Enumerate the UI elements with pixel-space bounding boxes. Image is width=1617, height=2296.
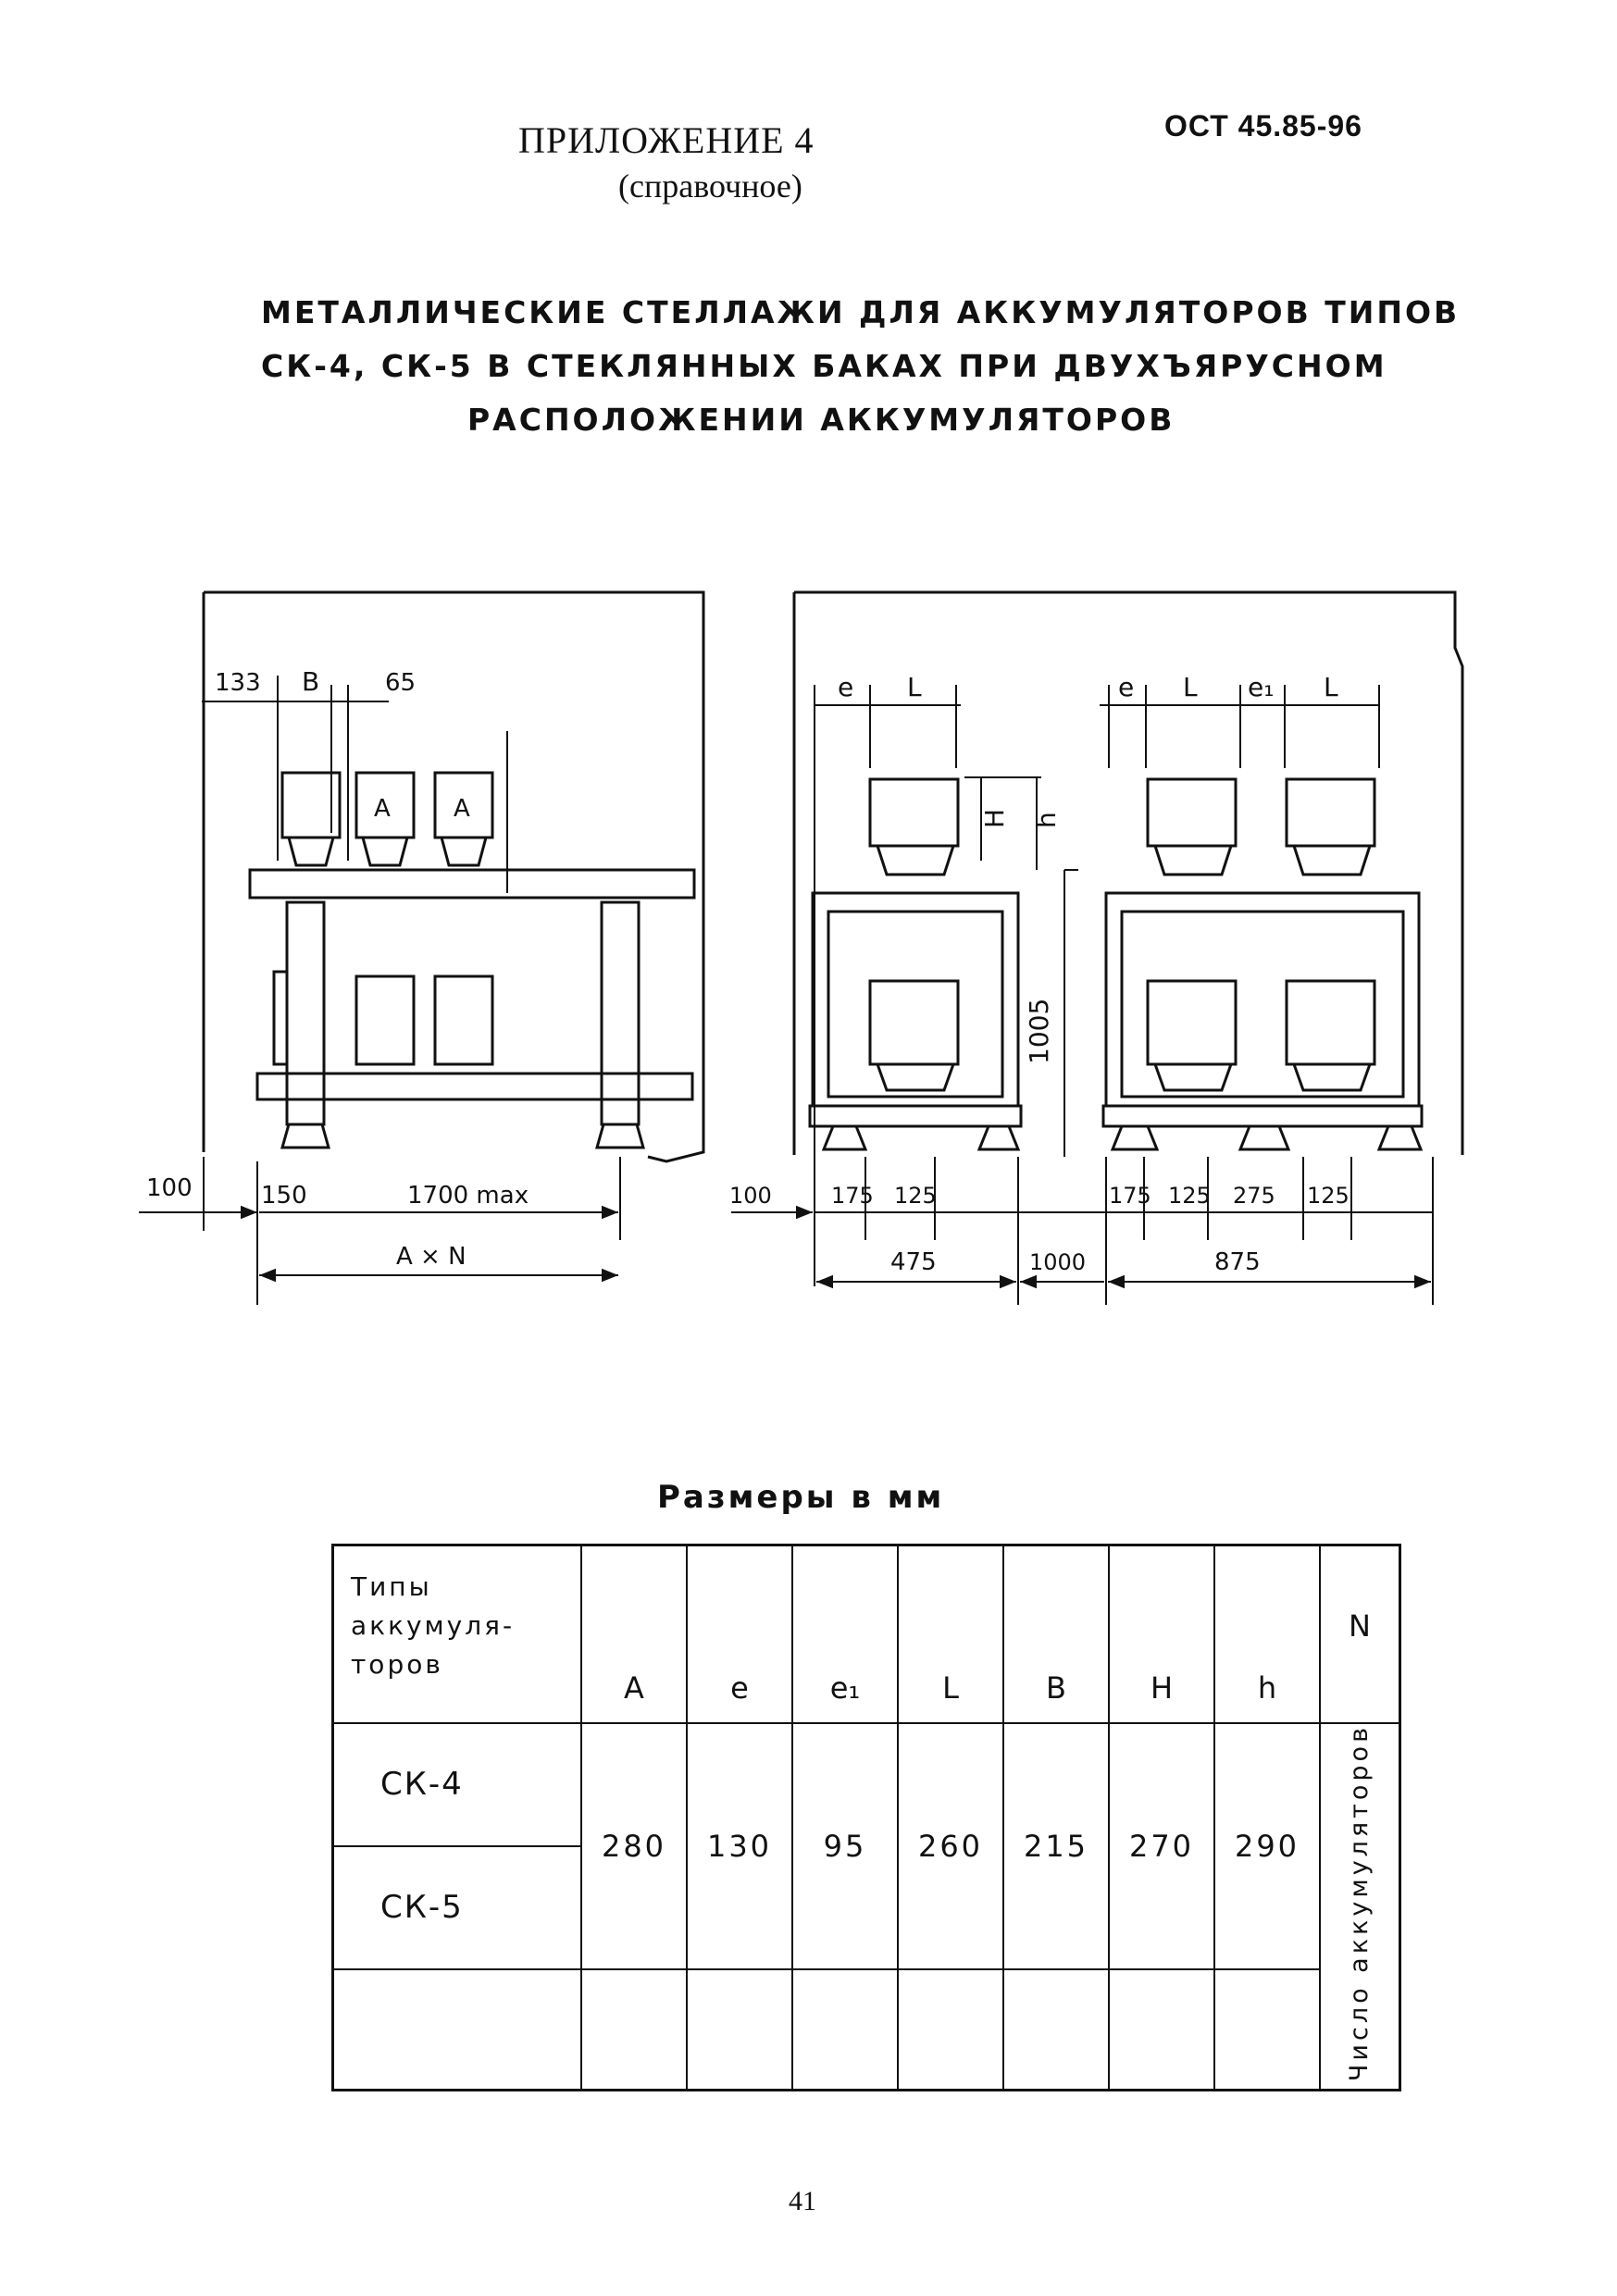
dim-175-a-label: 175 (831, 1183, 874, 1209)
empty-cell (1002, 1967, 1110, 2091)
empty-cell (1108, 1967, 1215, 2091)
left-rack-drawing (139, 590, 705, 1305)
empty-cell (897, 1967, 1004, 2091)
header-e: e (686, 1544, 793, 1724)
header-a: А (580, 1544, 688, 1724)
n-note: Число аккумуляторов (1345, 1724, 1374, 2082)
table-caption: Размеры в мм (657, 1479, 945, 1516)
table-row: СК-5 (331, 1844, 1400, 1970)
table-row: СК-4 280 130 95 260 215 270 290 Число ак… (331, 1722, 1401, 2091)
empty-cell (686, 1967, 793, 2091)
empty-cell (1213, 1967, 1321, 2091)
document-code: ОСТ 45.85-96 (1164, 109, 1362, 143)
dim-275-label: 275 (1233, 1183, 1275, 1209)
page-number: 41 (789, 2186, 816, 2216)
dim-100-right-label: 100 (729, 1183, 772, 1209)
value-h-lower: 290 (1213, 1722, 1321, 1970)
dim-475-label: 475 (890, 1248, 937, 1276)
table-empty-row (331, 1967, 1400, 2091)
value-h-upper: 270 (1108, 1722, 1215, 1970)
value-e: 130 (686, 1722, 793, 1970)
dim-125-c-label: 125 (1307, 1183, 1350, 1209)
right-rack-drawing (731, 590, 1464, 1305)
dim-150-label: 150 (261, 1182, 307, 1210)
dim-e1-label: e₁ (1248, 672, 1274, 702)
battery-label-a1: А (374, 795, 391, 823)
appendix-note: (справочное) (618, 168, 802, 205)
lower-battery-row (354, 974, 494, 1066)
row-type-ck5: СК-5 (331, 1844, 582, 1970)
caption-line-1: МЕТАЛЛИЧЕСКИЕ СТЕЛЛАЖИ ДЛЯ АККУМУЛЯТОРОВ… (261, 294, 1461, 330)
value-b: 215 (1002, 1722, 1110, 1970)
value-n-cell: Число аккумуляторов (1319, 1722, 1401, 2091)
dim-125-b-label: 125 (1168, 1183, 1211, 1209)
value-a: 280 (580, 1722, 688, 1970)
dim-h-lower-label: h (1031, 812, 1062, 828)
header-types-cell: Типы аккумуля- торов (331, 1544, 582, 1724)
dim-h-upper-label: H (979, 809, 1010, 828)
dim-100-left-label: 100 (146, 1174, 193, 1202)
dim-1700-label: 1700 max (407, 1182, 529, 1210)
header-n: N (1319, 1544, 1401, 1724)
dim-b-label: В (302, 666, 319, 697)
header-l: L (897, 1544, 1004, 1724)
caption-line-2: СК-4, СК-5 В СТЕКЛЯННЫХ БАКАХ ПРИ ДВУХЪЯ… (261, 348, 1387, 384)
dim-e-2-label: e (1118, 672, 1134, 702)
value-e1: 95 (791, 1722, 899, 1970)
dim-65-label: 65 (385, 669, 416, 697)
header-types-line-2: аккумуля- (351, 1610, 516, 1641)
dim-l-1-label: L (907, 672, 922, 702)
header-h-upper: H (1108, 1544, 1215, 1724)
header-b: В (1002, 1544, 1110, 1724)
empty-cell (791, 1967, 899, 2091)
header-types-line-3: торов (351, 1649, 443, 1680)
value-l: 260 (897, 1722, 1004, 1970)
dim-1000-label: 1000 (1029, 1249, 1086, 1275)
table-header-row: Типы аккумуля- торов А e e₁ L В H h N (331, 1544, 1401, 1724)
caption-line-3: РАСПОЛОЖЕНИИ АККУМУЛЯТОРОВ (467, 402, 1175, 438)
dim-1005-label: 1005 (1024, 999, 1054, 1064)
dim-175-b-label: 175 (1109, 1183, 1151, 1209)
upper-battery-row (280, 771, 494, 867)
dim-e-1-label: e (838, 672, 853, 702)
empty-cell (331, 1967, 582, 2091)
dimensions-table: Типы аккумуля- торов А e e₁ L В H h N СК… (331, 1544, 1401, 2092)
header-e1: e₁ (791, 1544, 899, 1724)
dim-l-3-label: L (1324, 672, 1338, 702)
appendix-title: ПРИЛОЖЕНИЕ 4 (518, 119, 815, 161)
dim-875-label: 875 (1214, 1248, 1261, 1276)
header-types-line-1: Типы (351, 1571, 432, 1602)
row-type-ck4: СК-4 (331, 1722, 582, 1847)
dim-axn-label: А × N (396, 1243, 466, 1271)
dim-133-label: 133 (215, 669, 261, 697)
header-h-lower: h (1213, 1544, 1321, 1724)
battery-label-a2: А (454, 795, 470, 823)
empty-cell (580, 1967, 688, 2091)
dim-l-2-label: L (1183, 672, 1198, 702)
dim-125-a-label: 125 (894, 1183, 937, 1209)
